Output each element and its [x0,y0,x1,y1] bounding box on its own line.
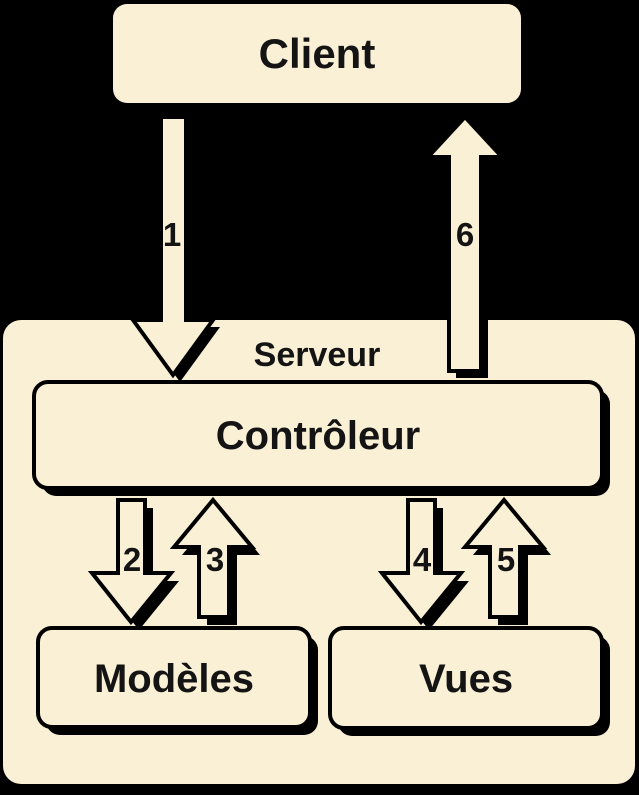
arrow-3-number: 3 [206,541,224,578]
modeles-node: Modèles [36,626,318,735]
arrow-2-number: 2 [123,541,141,578]
client-node: Client [113,4,521,103]
modeles-label: Modèles [94,657,254,701]
arrow-1-shape [129,115,217,379]
arrow-1-number: 1 [163,216,181,253]
arrow-3-up [169,496,260,625]
arrow-2-down [87,498,179,630]
client-box [113,4,521,103]
controleur-label: Contrôleur [216,414,420,458]
controleur-box [32,380,604,490]
arrow-5-up [460,496,551,625]
vues-node: Vues [328,626,610,736]
controleur-node: Contrôleur [32,380,610,496]
arrow-6-shape [423,114,507,373]
arrow-6-up [423,114,509,378]
arrow-3-shape [169,496,257,619]
arrow-4-number: 4 [413,541,432,578]
vues-label: Vues [419,657,513,701]
arrow-5-number: 5 [497,541,515,578]
arrow-2-shape [87,498,176,626]
arrow-5-shape [460,496,548,619]
modeles-box [36,626,312,729]
serveur-label: Serveur [254,336,381,374]
arrow-4-shape [377,498,466,626]
client-label: Client [259,30,376,77]
arrow-4-down [377,498,469,630]
arrow-6-number: 6 [456,216,474,253]
vues-box [328,626,604,730]
arrow-1-down [129,115,220,382]
